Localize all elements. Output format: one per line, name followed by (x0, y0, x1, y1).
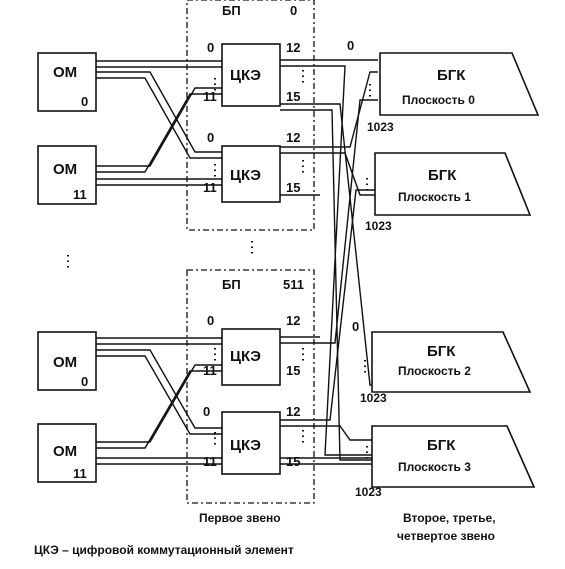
om-label: ОМ (53, 161, 77, 178)
ckse-label: ЦКЭ (230, 67, 261, 84)
bgk-input-last: 1023 (360, 391, 387, 405)
ckse-output-first: 12 (286, 404, 300, 419)
bgk-label: БГК (427, 437, 456, 454)
ckse-input-first: 0 (207, 313, 214, 328)
ckse-element: ЦКЭ 0 11 12 15 (203, 40, 304, 107)
om-number: 0 (81, 374, 88, 389)
bgk-label: БГК (428, 167, 457, 184)
ckse-output-last: 15 (286, 454, 300, 469)
bgk-input-last: 1023 (367, 120, 394, 134)
bgk-input-first: 0 (347, 38, 354, 53)
other-stages-caption-line-2: четвертое звено (397, 529, 495, 543)
ckse-label: ЦКЭ (230, 348, 261, 365)
ckse-label: ЦКЭ (230, 437, 261, 454)
bgk-plane: БГК Плоскость 0 0 1023 (347, 38, 540, 134)
block-bp-0-outline (186, 0, 315, 231)
bp-511-number: 511 (283, 277, 304, 292)
om-label: ОМ (53, 64, 77, 81)
first-stage-caption: Первое звено (199, 511, 281, 525)
ckse-output-last: 15 (286, 363, 300, 378)
bgk-input-last: 1023 (355, 485, 382, 499)
bgk-plane: БГК Плоскость 3 1023 (355, 425, 536, 499)
ckse-output-first: 12 (286, 40, 300, 55)
bgk-label: БГК (437, 67, 466, 84)
ckse-label: ЦКЭ (230, 167, 261, 184)
ckse-input-last: 11 (203, 454, 217, 469)
om-label: ОМ (53, 354, 77, 371)
om-module: ОМ 11 (37, 423, 97, 483)
bgk-label: БГК (427, 343, 456, 360)
om-number: 11 (73, 187, 87, 202)
bgk-input-last: 1023 (365, 219, 392, 233)
bgk-input-first: 0 (352, 319, 359, 334)
om-module: ОМ 11 (37, 145, 97, 205)
ckse-input-last: 11 (203, 363, 217, 378)
bp-0-label: БП (222, 3, 241, 18)
ckse-input-first: 0 (207, 130, 214, 145)
bgk-plane-label: Плоскость 3 (398, 460, 471, 474)
ckse-output-first: 12 (286, 130, 300, 145)
ckse-element: ЦКЭ 0 11 12 15 (203, 404, 304, 475)
ckse-output-first: 12 (286, 313, 300, 328)
om-ckse-links-bottom (96, 337, 222, 465)
legend-caption: ЦКЭ – цифровой коммутационный элемент (34, 543, 294, 557)
om-module: ОМ 0 (37, 331, 97, 391)
om-number: 11 (73, 466, 87, 481)
bgk-plane: БГК Плоскость 2 0 1023 (352, 319, 532, 405)
bgk-plane-label: Плоскость 0 (402, 93, 475, 107)
om-number: 0 (81, 94, 88, 109)
bgk-plane-label: Плоскость 2 (398, 364, 471, 378)
bp-0-number: 0 (290, 3, 297, 18)
ckse-input-first: 0 (203, 404, 210, 419)
ckse-output-last: 15 (286, 89, 300, 104)
ckse-input-last: 11 (203, 89, 217, 104)
ckse-element: ЦКЭ 0 11 12 15 (203, 130, 304, 203)
ckse-output-last: 15 (286, 180, 300, 195)
other-stages-caption-line-1: Второе, третье, (403, 511, 496, 525)
om-module: ОМ 0 (37, 52, 97, 112)
bp-511-label: БП (222, 277, 241, 292)
ckse-input-last: 11 (203, 180, 217, 195)
block-bp-511-outline (186, 269, 315, 504)
bgk-plane-label: Плоскость 1 (398, 190, 471, 204)
ckse-element: ЦКЭ 0 11 12 15 (203, 313, 304, 386)
om-label: ОМ (53, 443, 77, 460)
om-ckse-links-top (96, 60, 222, 186)
ckse-input-first: 0 (207, 40, 214, 55)
bgk-plane: БГК Плоскость 1 1023 (365, 152, 532, 233)
